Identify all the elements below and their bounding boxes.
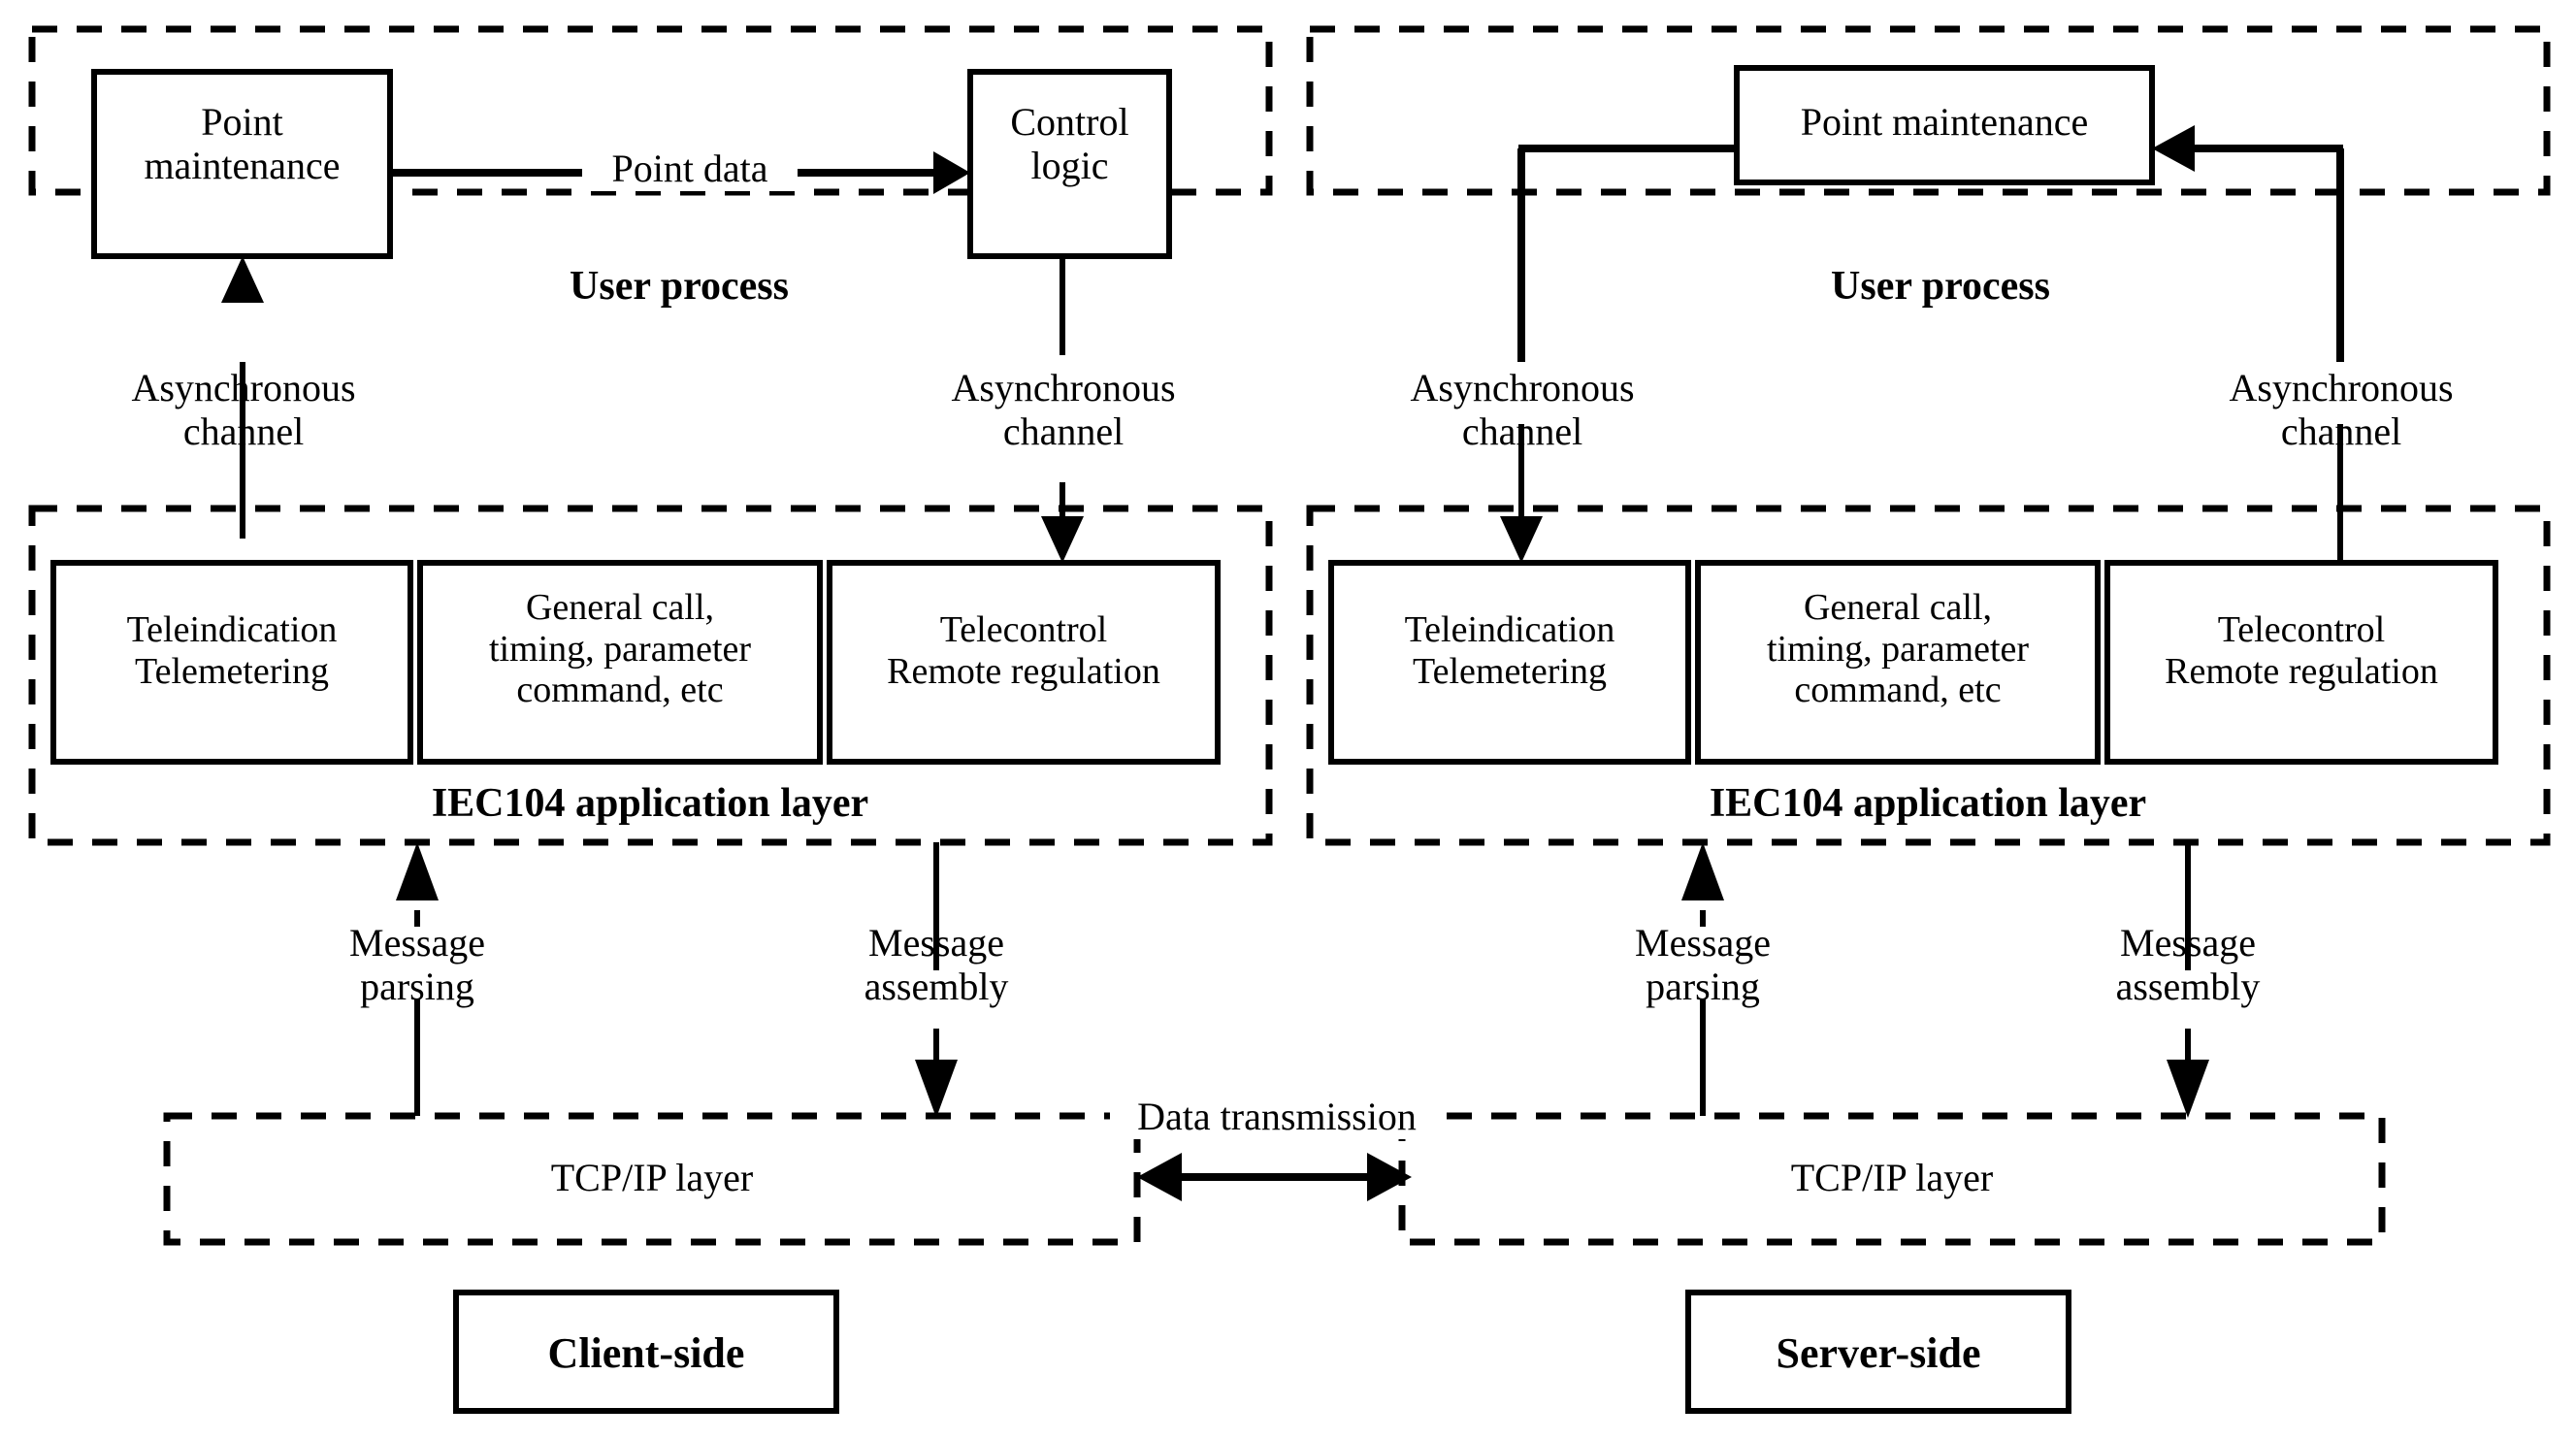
data-transmission-arrowhead-left xyxy=(1137,1153,1182,1201)
client-async-left-arrowhead xyxy=(221,256,264,303)
client-control-logic-box[interactable] xyxy=(967,69,1172,259)
client-iec104-region xyxy=(28,505,1273,846)
client-teleindication-box[interactable] xyxy=(50,560,413,765)
client-general-call-box[interactable] xyxy=(417,560,823,765)
server-point-maintenance-box[interactable] xyxy=(1734,65,2155,185)
server-side-label-box xyxy=(1685,1290,2071,1414)
server-general-call-box[interactable] xyxy=(1695,560,2101,765)
client-point-maintenance-box[interactable] xyxy=(91,69,393,259)
server-iec104-region xyxy=(1306,505,2551,846)
server-telecontrol-box[interactable] xyxy=(2104,560,2498,765)
server-tcpip-region xyxy=(1398,1112,2386,1246)
server-message-parsing-arrowhead xyxy=(1681,842,1724,900)
client-user-process-region xyxy=(28,25,1273,196)
client-point-data-arrowhead xyxy=(933,151,970,194)
client-message-parsing-arrowhead xyxy=(396,842,439,900)
server-teleindication-box[interactable] xyxy=(1328,560,1691,765)
client-side-label-box xyxy=(453,1290,839,1414)
data-transmission-arrowhead-right xyxy=(1367,1153,1412,1201)
client-async-right-arrowhead xyxy=(1041,516,1084,563)
server-async-left-arrowhead xyxy=(1500,516,1543,563)
server-point-maintenance-arrowhead xyxy=(2152,125,2195,172)
client-message-assembly-arrowhead xyxy=(915,1060,958,1118)
server-user-process-region xyxy=(1306,25,2551,196)
server-message-assembly-arrowhead xyxy=(2167,1060,2209,1118)
client-telecontrol-box[interactable] xyxy=(827,560,1221,765)
client-tcpip-region xyxy=(163,1112,1141,1246)
